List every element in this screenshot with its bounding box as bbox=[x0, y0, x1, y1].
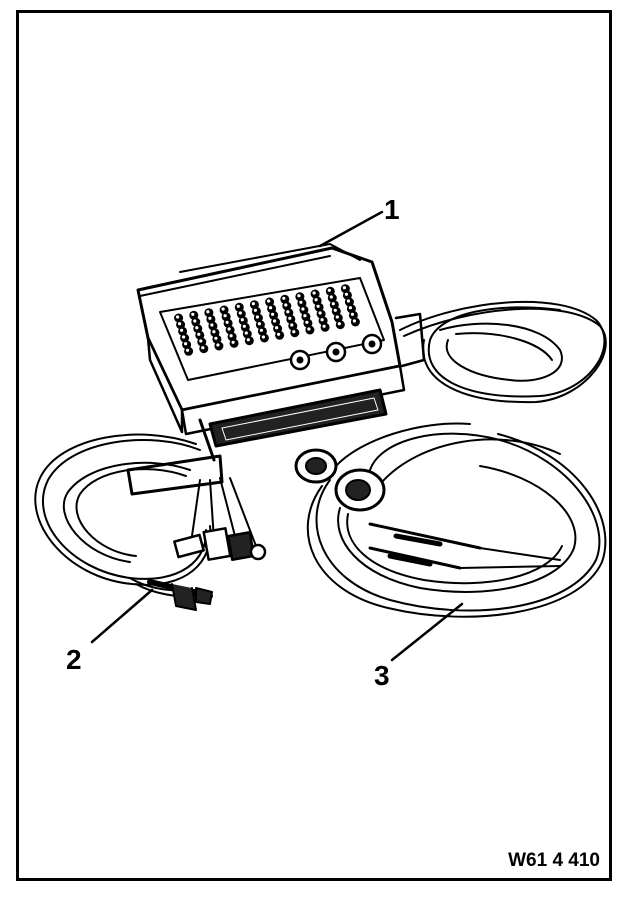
socket-hole bbox=[314, 298, 318, 302]
socket-hole bbox=[297, 294, 301, 298]
socket-hole bbox=[225, 320, 229, 324]
socket-hole bbox=[242, 324, 246, 328]
socket-hole bbox=[231, 340, 235, 344]
socket-hole bbox=[277, 332, 281, 336]
socket-hole bbox=[210, 323, 214, 327]
socket-grid bbox=[174, 284, 360, 356]
socket-hole bbox=[342, 286, 346, 290]
socket-hole bbox=[303, 314, 307, 318]
socket-hole bbox=[253, 308, 257, 312]
socket-hole bbox=[346, 299, 350, 303]
socket-hole bbox=[273, 319, 277, 323]
callout-1: 1 bbox=[384, 194, 400, 225]
callout-2: 2 bbox=[66, 644, 82, 675]
socket-hole bbox=[312, 291, 316, 295]
socket-hole bbox=[259, 328, 263, 332]
socket-hole bbox=[305, 320, 309, 324]
socket-hole bbox=[251, 302, 255, 306]
socket-hole bbox=[197, 332, 201, 336]
socket-hole bbox=[255, 315, 259, 319]
socket-hole bbox=[322, 324, 326, 328]
socket-hole bbox=[229, 334, 233, 338]
socket-hole bbox=[316, 304, 320, 308]
socket-hole bbox=[246, 338, 250, 342]
socket-hole bbox=[223, 314, 227, 318]
socket-hole bbox=[195, 326, 199, 330]
socket-hole bbox=[227, 327, 231, 331]
socket-hole bbox=[318, 311, 322, 315]
socket-hole bbox=[199, 339, 203, 343]
right-cable-leads bbox=[294, 422, 607, 662]
callout-1-leader bbox=[318, 210, 384, 248]
socket-hole bbox=[208, 316, 212, 320]
adapter-box bbox=[136, 243, 426, 448]
socket-hole bbox=[221, 307, 225, 311]
socket-hole bbox=[288, 316, 292, 320]
socket-hole bbox=[267, 299, 271, 303]
socket-hole bbox=[327, 288, 331, 292]
socket-hole bbox=[216, 343, 220, 347]
callout-3: 3 bbox=[374, 660, 390, 691]
socket-hole bbox=[269, 306, 273, 310]
socket-hole bbox=[176, 315, 180, 319]
socket-hole bbox=[238, 311, 242, 315]
socket-hole bbox=[348, 306, 352, 310]
socket-hole bbox=[329, 295, 333, 299]
socket-hole bbox=[261, 335, 265, 339]
socket-hole bbox=[286, 310, 290, 314]
socket-hole bbox=[214, 336, 218, 340]
socket-hole bbox=[292, 330, 296, 334]
socket-hole bbox=[352, 319, 356, 323]
socket-hole bbox=[180, 328, 184, 332]
socket-hole bbox=[284, 303, 288, 307]
socket-hole bbox=[212, 330, 216, 334]
socket-hole bbox=[184, 342, 188, 346]
socket-hole bbox=[275, 326, 279, 330]
socket-hole bbox=[191, 312, 195, 316]
socket-hole bbox=[301, 307, 305, 311]
socket-hole bbox=[244, 331, 248, 335]
socket-hole bbox=[240, 318, 244, 322]
figure-frame bbox=[16, 10, 612, 881]
left-cable bbox=[34, 418, 267, 644]
figure-id: W61 4 410 bbox=[508, 850, 600, 871]
socket-hole bbox=[335, 315, 339, 319]
socket-hole bbox=[282, 296, 286, 300]
socket-hole bbox=[299, 300, 303, 304]
socket-hole bbox=[271, 312, 275, 316]
socket-hole bbox=[290, 323, 294, 327]
socket-hole bbox=[178, 322, 182, 326]
socket-hole bbox=[186, 348, 190, 352]
socket-hole bbox=[206, 310, 210, 314]
socket-hole bbox=[331, 302, 335, 306]
round-sockets bbox=[289, 333, 383, 371]
socket-hole bbox=[182, 335, 186, 339]
socket-hole bbox=[350, 312, 354, 316]
socket-hole bbox=[236, 304, 240, 308]
right-cable bbox=[399, 300, 607, 404]
socket-hole bbox=[257, 322, 261, 326]
socket-hole bbox=[337, 322, 341, 326]
socket-hole bbox=[193, 319, 197, 323]
socket-hole bbox=[201, 346, 205, 350]
socket-hole bbox=[320, 318, 324, 322]
socket-hole bbox=[333, 308, 337, 312]
socket-hole bbox=[344, 292, 348, 296]
socket-hole bbox=[307, 327, 311, 331]
